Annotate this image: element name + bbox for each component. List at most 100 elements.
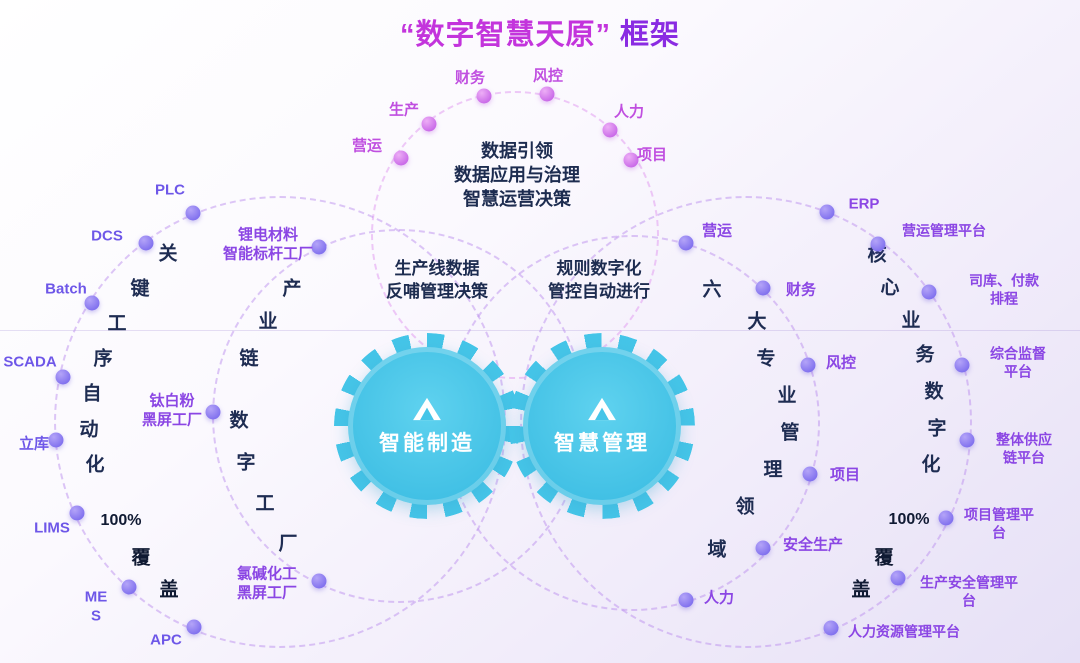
- label-xiangmu-top: 项目: [636, 146, 668, 164]
- label-renli-top: 人力: [613, 103, 645, 121]
- arc-char: 键: [130, 278, 150, 300]
- dot-taibaifen-factory: [205, 404, 221, 420]
- dot-yingyun-platform: [870, 236, 886, 252]
- label-caiwu-right: 财务: [785, 281, 817, 299]
- arc-char: 六: [702, 279, 722, 301]
- label-scada: SCADA: [3, 353, 57, 371]
- arc-char: 厂: [278, 533, 298, 555]
- arc-char: 关: [158, 243, 178, 265]
- arc-char: 心: [880, 277, 900, 299]
- arc-char: 领: [735, 496, 755, 518]
- label-xiangmu-right: 项目: [829, 466, 861, 484]
- dot-fengkong-top: [539, 86, 555, 102]
- dot-lujian-factory: [311, 573, 327, 589]
- label-gongyinglian-platform: 整体供应链平台: [996, 431, 1052, 466]
- label-lujian-factory: 氯碱化工 黑屏工厂: [236, 565, 298, 601]
- dot-plc: [185, 205, 201, 221]
- dot-dcs: [138, 235, 154, 251]
- arc-char: 工: [107, 313, 127, 335]
- dot-lims: [69, 505, 85, 521]
- arc-char: 业: [901, 310, 921, 332]
- dot-renli-top: [602, 122, 618, 138]
- arc-char: 理: [763, 459, 783, 481]
- arc-char: 自: [82, 383, 102, 405]
- arc-char: 管: [780, 422, 800, 444]
- label-lidian-factory: 锂电材料 智能标杆工厂: [222, 226, 314, 262]
- gear-label-management: 智慧管理: [554, 431, 650, 455]
- arc-char: 业: [777, 385, 797, 407]
- dot-xiangmu-top: [623, 152, 639, 168]
- arc-char: 务: [915, 344, 935, 366]
- dot-erp: [819, 204, 835, 220]
- caption-management: 规则数字化 管控自动进行: [548, 259, 650, 301]
- arc-char: 动: [79, 419, 99, 441]
- label-plc: PLC: [155, 181, 185, 199]
- dot-anquan-right: [755, 540, 771, 556]
- gear-body: 智慧管理: [523, 347, 681, 505]
- arc-char: 字: [927, 418, 947, 440]
- company-logo-icon: [413, 397, 441, 420]
- label-anquan-platform: 生产安全管理平台: [920, 574, 1018, 609]
- gear-smart-management: 智慧管理: [509, 333, 695, 519]
- arc-char: 域: [707, 539, 727, 561]
- label-fengkong-top: 风控: [532, 67, 564, 85]
- label-jiandu-platform: 综合监督平台: [990, 345, 1046, 380]
- arc-char: 数: [924, 381, 944, 403]
- label-lims: LIMS: [34, 519, 70, 537]
- arc-char: 产: [282, 278, 302, 300]
- arc-char: 业: [258, 311, 278, 333]
- label-renli-platform: 人力资源管理平台: [848, 623, 960, 640]
- label-anquan-right: 安全生产: [782, 536, 844, 554]
- dot-siku-platform: [921, 284, 937, 300]
- label-yingyun-top: 营运: [351, 137, 383, 155]
- arc-char: 数: [229, 410, 249, 432]
- dot-liku: [48, 432, 64, 448]
- dot-apc: [186, 619, 202, 635]
- gear-body: 智能制造: [348, 347, 506, 505]
- dot-renli-right: [678, 592, 694, 608]
- label-xiangmu-platform: 项目管理平台: [964, 506, 1034, 541]
- top-circle-text: 数据引领 数据应用与治理 智慧运营决策: [454, 141, 580, 209]
- dot-mes: [121, 579, 137, 595]
- dot-caiwu-right: [755, 280, 771, 296]
- coverage-char: 盖: [159, 579, 179, 601]
- coverage-pct-left: 100%: [100, 512, 142, 529]
- dot-gongyinglian-platform: [959, 432, 975, 448]
- arc-char: 工: [255, 493, 275, 515]
- page-title: “数字智慧天原” 框架: [0, 11, 1080, 53]
- label-taibaifen-factory: 钛白粉 黑屏工厂: [141, 392, 203, 428]
- coverage-pct-right: 100%: [888, 511, 930, 528]
- title-main: “数字智慧天原”: [399, 19, 611, 51]
- caption-manufacturing: 生产线数据 反哺管理决策: [386, 259, 488, 301]
- arc-char: 专: [756, 348, 776, 370]
- label-fengkong-right: 风控: [825, 354, 857, 372]
- gear-label-manufacturing: 智能制造: [379, 431, 475, 455]
- gear-intelligent-manufacturing: 智能制造: [334, 333, 520, 519]
- label-caiwu-top: 财务: [454, 69, 486, 87]
- company-logo-icon: [588, 397, 616, 420]
- label-yingyun-right: 营运: [701, 222, 733, 240]
- dot-xiangmu-right: [802, 466, 818, 482]
- label-mes: MES: [84, 588, 108, 624]
- label-apc: APC: [150, 631, 182, 649]
- label-erp: ERP: [848, 195, 880, 213]
- label-yingyun-platform: 营运管理平台: [902, 222, 986, 239]
- label-liku: 立库: [18, 435, 50, 453]
- coverage-char: 覆: [131, 547, 151, 569]
- arc-char: 大: [747, 311, 767, 333]
- dot-caiwu-top: [476, 88, 492, 104]
- arc-char: 化: [921, 454, 941, 476]
- label-dcs: DCS: [91, 227, 123, 245]
- dot-xiangmu-platform: [938, 510, 954, 526]
- arc-char: 字: [236, 452, 256, 474]
- dot-jiandu-platform: [954, 357, 970, 373]
- arc-char: 序: [93, 348, 113, 370]
- dot-fengkong-right: [800, 357, 816, 373]
- dot-shengchan-top: [421, 116, 437, 132]
- label-renli-right: 人力: [703, 589, 735, 607]
- dot-batch: [84, 295, 100, 311]
- dot-lidian-factory: [311, 239, 327, 255]
- label-siku-platform: 司库、付款排程: [969, 272, 1039, 307]
- dot-anquan-platform: [890, 570, 906, 586]
- coverage-char: 盖: [851, 579, 871, 601]
